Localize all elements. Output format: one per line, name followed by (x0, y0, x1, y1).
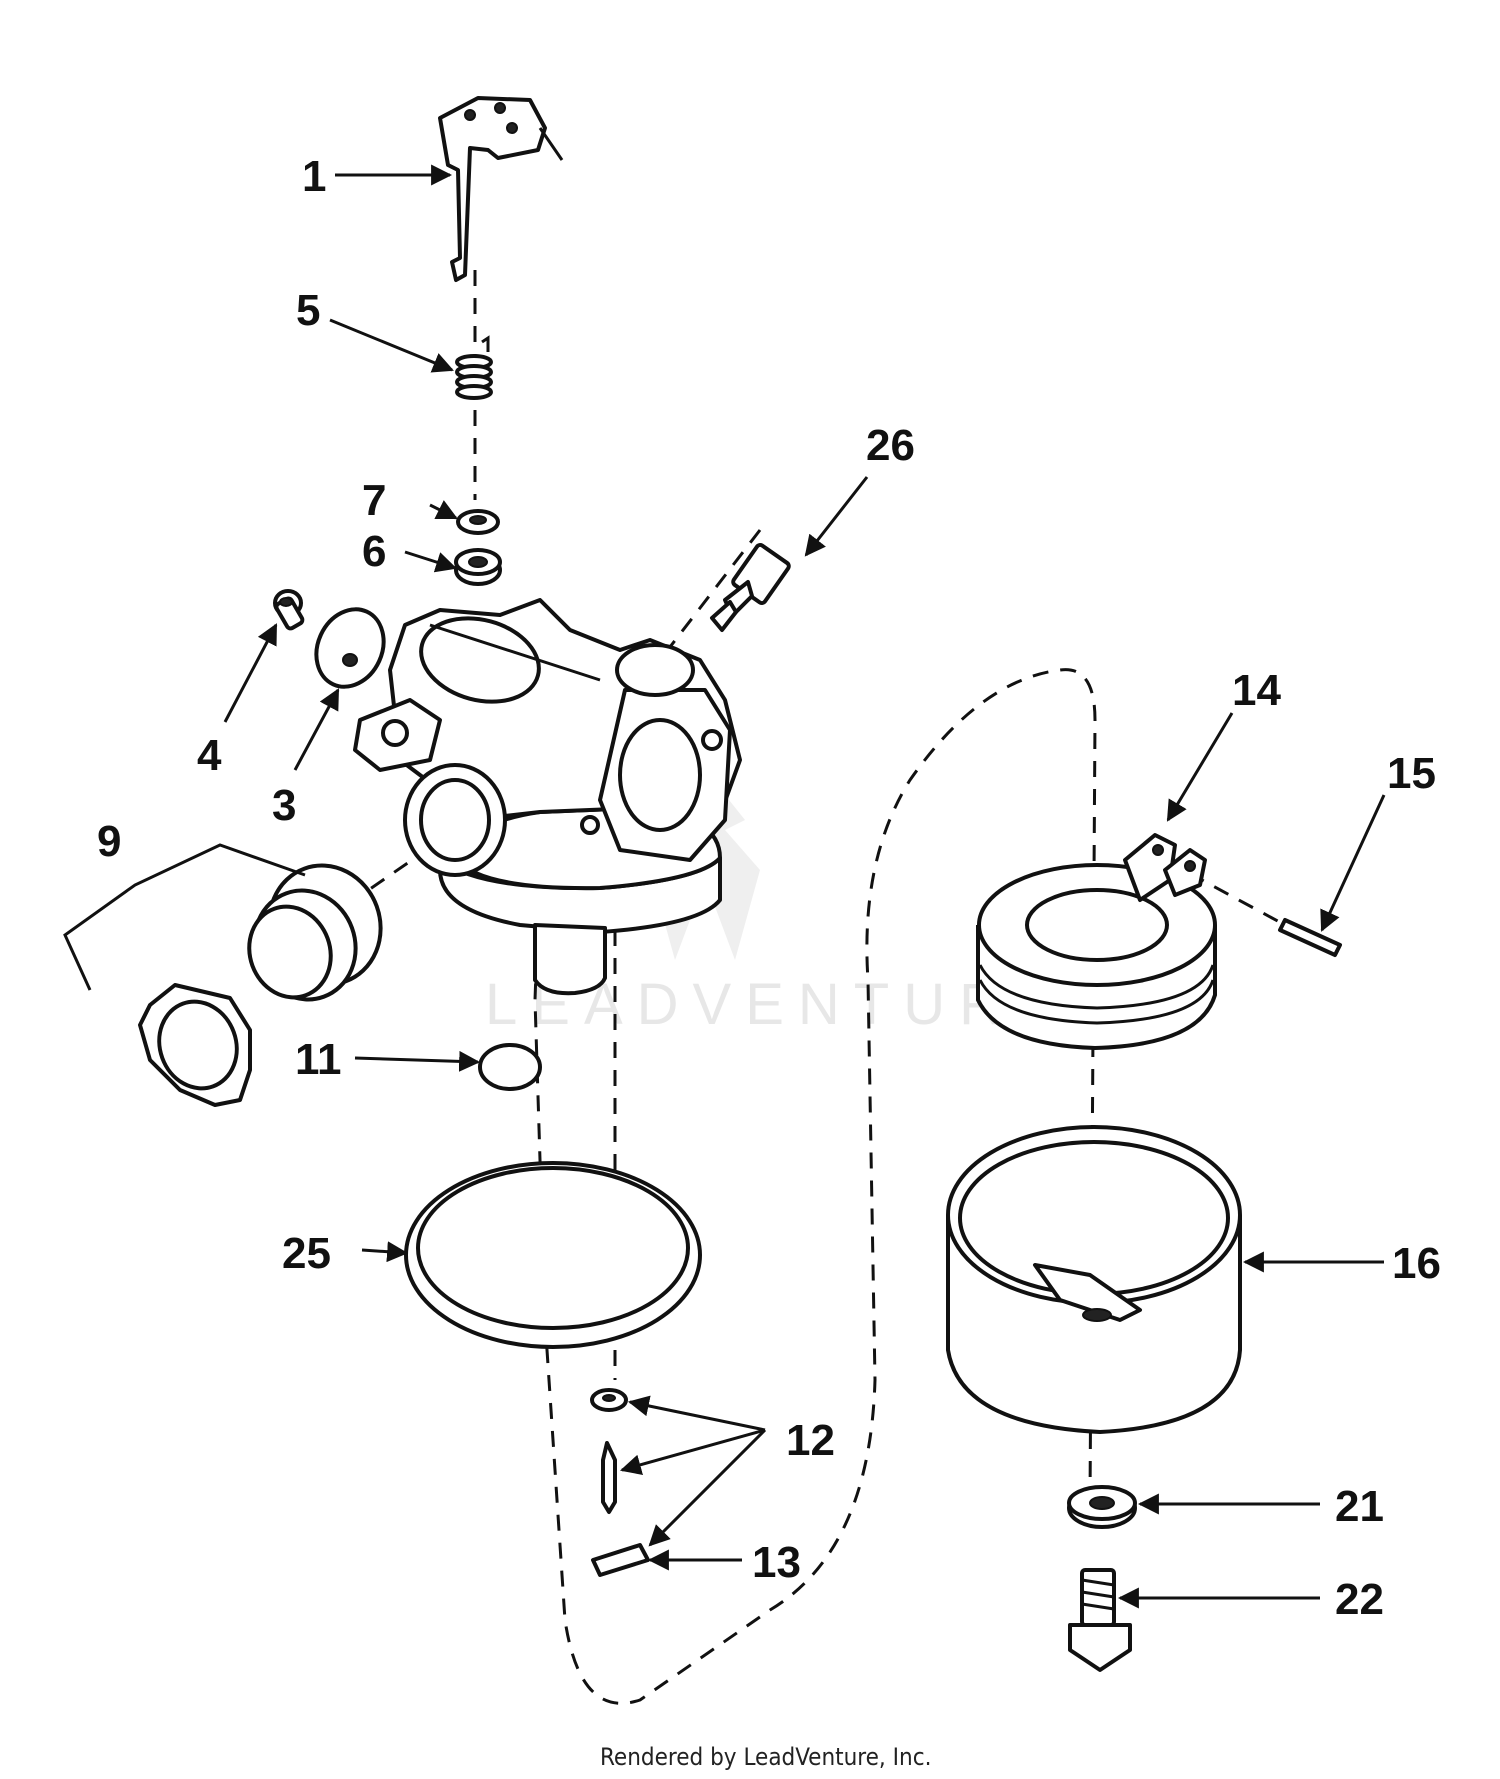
callout-21: 21 (1335, 1482, 1384, 1531)
part-11-plug[interactable] (478, 1043, 542, 1091)
part-12-seat[interactable] (590, 1388, 628, 1412)
part-21-washer[interactable] (1067, 1485, 1137, 1529)
callout-5: 5 (296, 286, 320, 335)
part-1-bracket[interactable] (438, 96, 564, 282)
callout-22: 22 (1335, 1575, 1384, 1624)
callout-6: 6 (362, 527, 386, 576)
part-9-primer-bulb[interactable] (237, 850, 398, 1014)
callout-1: 1 (302, 152, 326, 201)
part-26-fitting[interactable] (710, 543, 791, 632)
part-4-screw[interactable] (273, 589, 305, 631)
callout-12: 12 (786, 1416, 835, 1465)
part-9-bracket (63, 843, 306, 991)
callout-16: 16 (1392, 1239, 1441, 1288)
callout-4: 4 (197, 731, 222, 780)
callout-13: 13 (752, 1538, 801, 1587)
callout-9: 9 (97, 817, 121, 866)
part-25-o-ring[interactable] (404, 1161, 702, 1349)
callout-14: 14 (1232, 666, 1281, 715)
callout-15: 15 (1387, 749, 1436, 798)
part-7-washer[interactable] (456, 509, 500, 535)
callout-labels: 1 5 7 6 4 3 9 11 25 12 13 26 14 15 16 21… (97, 152, 1441, 1624)
callout-25: 25 (282, 1229, 331, 1278)
callout-7: 7 (362, 476, 386, 525)
footer-credit: Rendered by LeadVenture, Inc. (600, 1743, 931, 1771)
leader-lines (223, 164, 1386, 1609)
callout-3: 3 (272, 781, 296, 830)
part-13-clip[interactable] (591, 1543, 650, 1577)
part-15-pin[interactable] (1278, 918, 1342, 957)
part-9-retainer[interactable] (138, 983, 252, 1107)
part-22-bolt[interactable] (1068, 1568, 1132, 1672)
callout-11: 11 (295, 1035, 342, 1084)
part-14-float[interactable] (976, 833, 1217, 1050)
carburetor-body[interactable] (353, 598, 742, 996)
part-5-spring[interactable] (455, 335, 493, 400)
part-6-seal[interactable] (454, 548, 502, 586)
part-12-needle[interactable] (601, 1441, 617, 1514)
callout-26: 26 (866, 421, 915, 470)
part-16-bowl[interactable] (946, 1125, 1242, 1434)
part-3-plate[interactable] (304, 598, 396, 698)
